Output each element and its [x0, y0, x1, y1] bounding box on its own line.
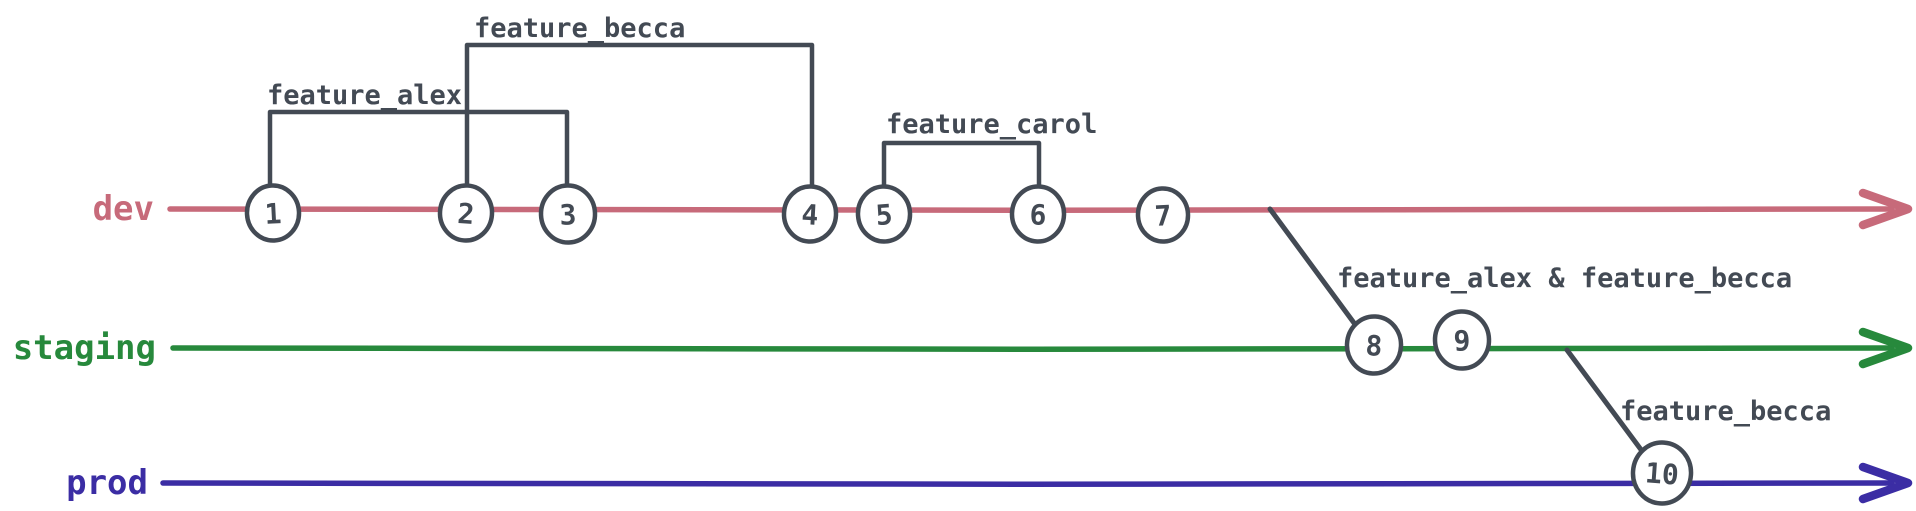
commit-4: 4: [781, 184, 839, 244]
commit-1: 1: [244, 183, 302, 243]
commit-circle-6: [1009, 184, 1067, 244]
commit-number-2: 2: [456, 197, 475, 231]
merge-line-1: [1267, 206, 1360, 330]
merge-label-2: feature_becca: [1620, 396, 1831, 427]
commit-number-9: 9: [1453, 324, 1471, 358]
commit-number-1: 1: [264, 197, 283, 231]
commit-9: 9: [1432, 309, 1492, 371]
commit-8: 8: [1344, 314, 1404, 376]
commit-circle-7: [1135, 186, 1191, 244]
commit-circle-4: [781, 184, 839, 244]
commit-7: 7: [1135, 186, 1191, 244]
commit-number-7: 7: [1154, 199, 1173, 233]
branch-label-staging: staging: [13, 328, 156, 368]
bracket-feature_becca: [464, 42, 815, 188]
bracket-feature_carol: [881, 140, 1042, 189]
commit-circle-8: [1344, 314, 1404, 376]
commit-number-4: 4: [801, 198, 820, 232]
commit-circle-10: [1630, 440, 1694, 506]
commit-number-10: 10: [1644, 456, 1680, 491]
bracket-feature_alex: [267, 109, 570, 188]
bracket-label-feature_alex: feature_alex: [267, 80, 462, 111]
branch-label-prod: prod: [66, 463, 148, 503]
commit-10: 10: [1630, 440, 1694, 506]
bracket-label-feature_becca: feature_becca: [474, 13, 685, 44]
commit-number-6: 6: [1029, 198, 1047, 232]
commit-number-5: 5: [875, 198, 894, 232]
merge-line-2: [1564, 347, 1645, 454]
commit-5: 5: [855, 184, 913, 244]
commit-circle-3: [538, 183, 598, 245]
branch-line-staging: [170, 345, 1895, 352]
branch-arrowhead-staging: [1858, 327, 1913, 369]
branch-arrowhead-dev: [1858, 188, 1913, 230]
commit-number-3: 3: [559, 198, 577, 232]
branch-arrowhead-prod: [1858, 462, 1913, 504]
commit-6: 6: [1009, 184, 1067, 244]
bracket-label-feature_carol: feature_carol: [886, 109, 1097, 140]
commit-circle-5: [855, 184, 913, 244]
commit-circle-2: [437, 183, 495, 243]
commit-number-8: 8: [1365, 329, 1384, 363]
merge-label-1: feature_alex & feature_becca: [1337, 263, 1792, 294]
commit-circle-9: [1432, 309, 1492, 371]
branch-label-dev: dev: [93, 189, 154, 229]
commit-2: 2: [437, 183, 495, 243]
commit-3: 3: [538, 183, 598, 245]
commit-circle-1: [244, 183, 302, 243]
branch-line-prod: [160, 480, 1895, 487]
